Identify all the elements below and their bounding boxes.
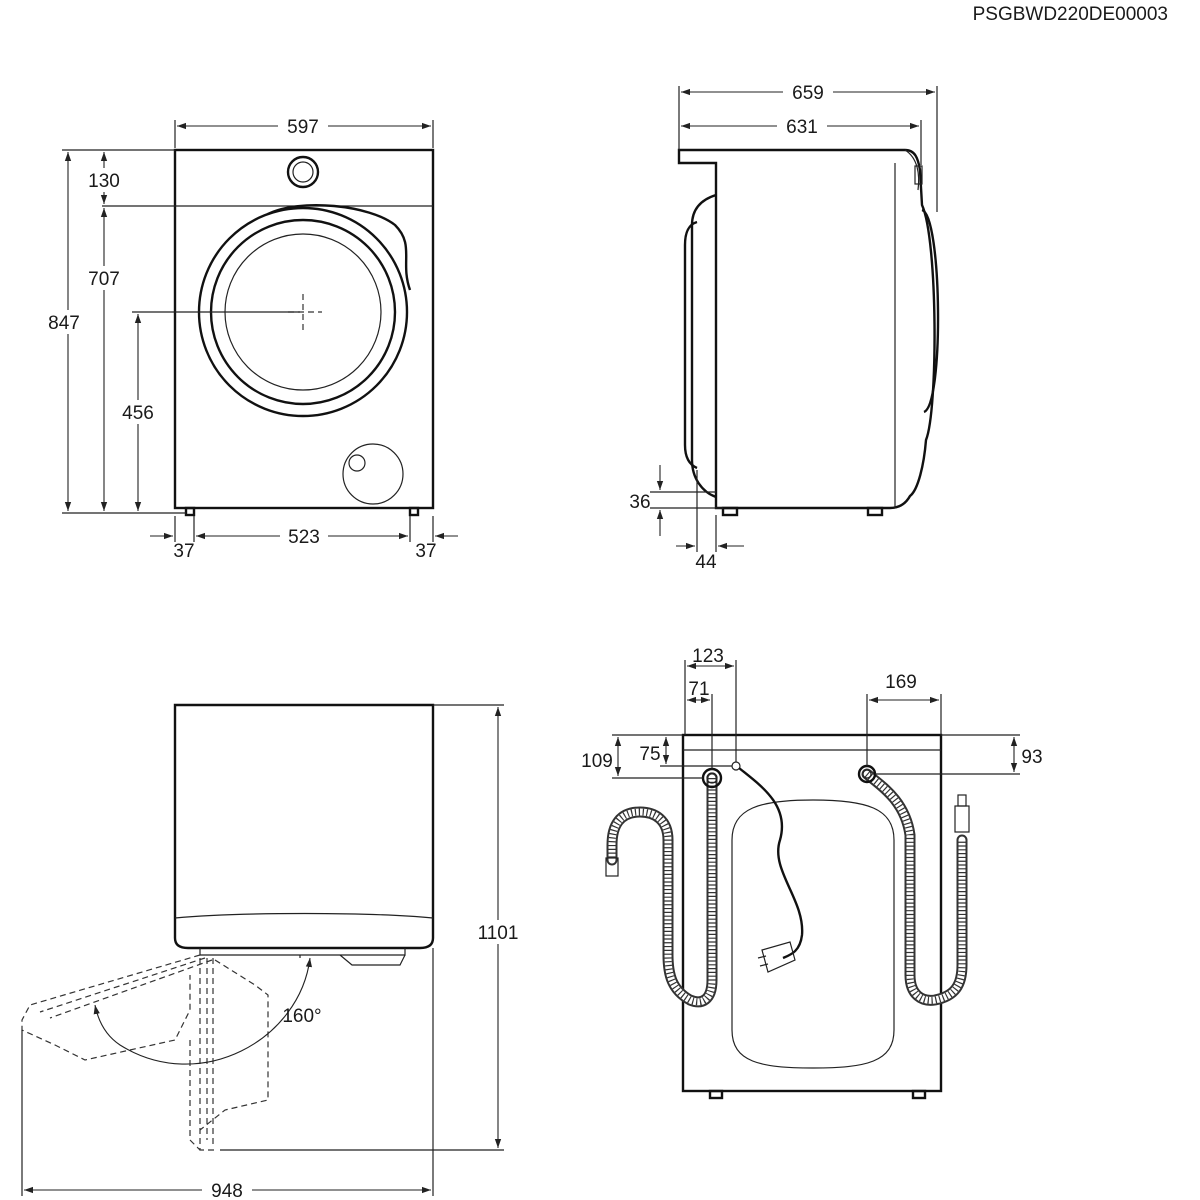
side-cabinet xyxy=(677,148,936,510)
top-view: 160° 948 1101 xyxy=(21,703,522,1200)
dim-foot-left: 37 xyxy=(173,541,194,562)
back-foot-right xyxy=(911,1089,927,1100)
side-door xyxy=(921,208,940,414)
drain-hose xyxy=(605,767,723,1008)
filter-cover xyxy=(342,443,404,505)
foot-left xyxy=(184,506,196,517)
dim-foot-inset: 44 xyxy=(695,552,717,573)
dim-drain-hose-drop: 109 xyxy=(581,751,613,772)
reference-code: PSGBWD220DE00003 xyxy=(973,4,1168,25)
foot-right xyxy=(408,506,420,517)
dim-inlet-hose-drop: 93 xyxy=(1021,747,1042,768)
dim-door-swing-depth: 948 xyxy=(211,1181,243,1200)
front-cabinet xyxy=(173,148,435,510)
dim-door-open-depth: 1101 xyxy=(478,923,519,944)
dim-drain-hose-offset: 123 xyxy=(692,646,724,667)
back-curve xyxy=(690,193,717,499)
dim-power-cable-drop: 75 xyxy=(639,744,660,765)
door-swing-arc xyxy=(93,957,313,1065)
side-view: 659 631 36 44 xyxy=(629,80,940,573)
dim-width: 597 xyxy=(287,117,319,138)
door-hinge xyxy=(339,954,406,966)
dim-foot-span: 523 xyxy=(288,527,320,548)
power-cable xyxy=(731,761,804,973)
back-view: 123 71 169 109 75 93 xyxy=(581,646,1043,1100)
front-view: 597 847 130 707 456 37 523 37 xyxy=(44,114,458,562)
inlet-hose xyxy=(857,764,970,1006)
dim-foot-right: 37 xyxy=(415,541,436,562)
dim-door-top: 707 xyxy=(88,269,120,290)
open-door-outline xyxy=(21,954,201,1061)
dim-overall-depth: 659 xyxy=(792,83,824,104)
program-knob xyxy=(286,155,320,189)
dim-top-panel: 130 xyxy=(88,171,120,192)
dim-power-cable-offset: 71 xyxy=(688,679,709,700)
side-foot-rear xyxy=(721,506,739,517)
dim-body-depth: 631 xyxy=(786,117,818,138)
back-panel xyxy=(731,799,895,1069)
side-foot-front xyxy=(866,506,884,517)
back-cabinet xyxy=(681,733,943,1093)
back-foot-left xyxy=(708,1089,724,1100)
dim-door-center: 456 xyxy=(122,403,154,424)
dim-inlet-hose-offset: 169 xyxy=(885,672,917,693)
dim-height: 847 xyxy=(48,313,80,334)
dim-door-angle: 160° xyxy=(282,1006,321,1027)
door-hinge-curve xyxy=(267,204,412,291)
dim-floor-clearance: 36 xyxy=(629,492,650,513)
top-cabinet xyxy=(173,703,435,950)
